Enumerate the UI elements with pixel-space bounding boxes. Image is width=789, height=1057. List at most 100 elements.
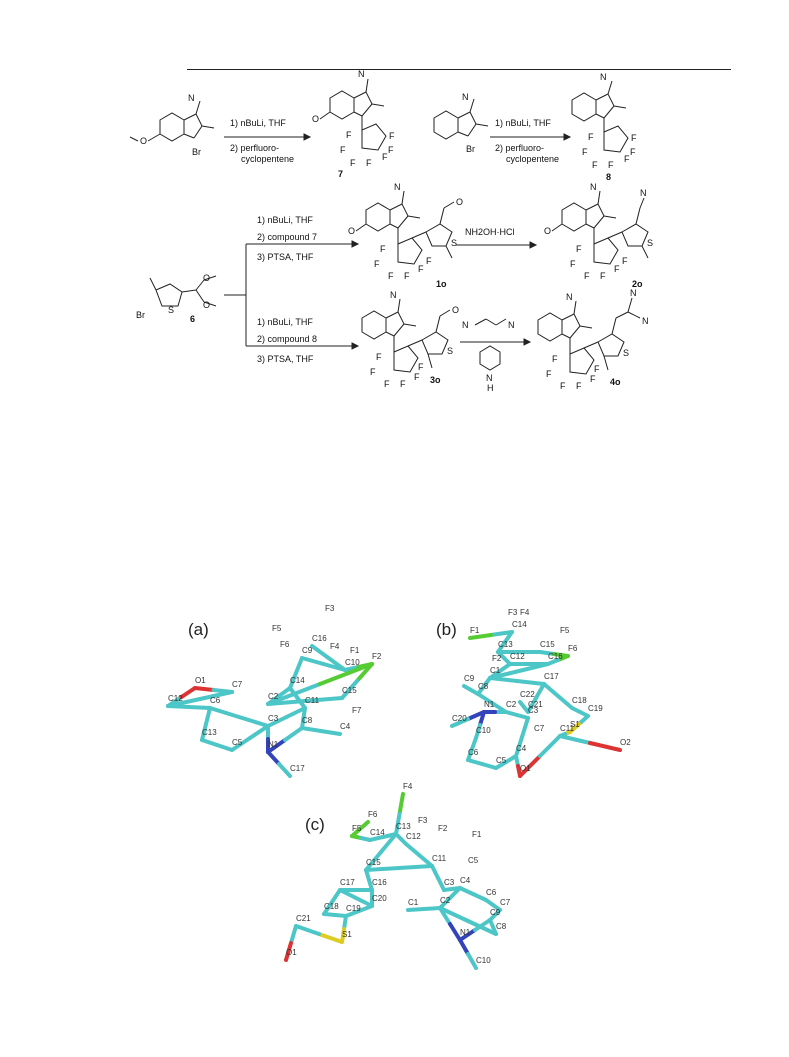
bond-stick xyxy=(319,729,342,736)
atom-label: C11 xyxy=(305,696,320,705)
atom-label: F7 xyxy=(352,706,362,715)
atom-n-label: N xyxy=(188,93,195,103)
bond-stick xyxy=(289,924,298,945)
atom-label: C5 xyxy=(496,756,507,765)
bond-stick xyxy=(438,896,452,910)
bond-stick xyxy=(468,633,493,640)
reagent-3-step-3: 3) PTSA, THF xyxy=(257,252,314,262)
bond-stick xyxy=(300,726,323,733)
bond-stick xyxy=(514,735,524,758)
atom-label: C12 xyxy=(406,832,421,841)
atom-label: C19 xyxy=(346,904,361,913)
svg-text:F: F xyxy=(366,158,372,168)
svg-text:F: F xyxy=(624,154,630,164)
bond-stick xyxy=(474,723,482,740)
atom-label: C8 xyxy=(478,682,489,691)
bond-stick xyxy=(343,665,361,672)
arrow-head-5 xyxy=(529,241,538,249)
atom-label: O1 xyxy=(195,676,206,685)
atom-label: F1 xyxy=(472,830,482,839)
svg-text:S: S xyxy=(623,348,629,358)
bond-stick xyxy=(379,832,398,854)
atom-o-label: O xyxy=(140,136,147,146)
atom-label: F3 xyxy=(325,604,335,613)
atom-label: C5 xyxy=(468,856,479,865)
svg-text:F: F xyxy=(576,244,582,254)
bond-stick xyxy=(355,662,374,683)
svg-text:N: N xyxy=(600,72,607,82)
bond-stick xyxy=(436,876,446,892)
bond-stick xyxy=(187,705,212,710)
bond-stick xyxy=(208,706,241,719)
atom-label: C13 xyxy=(202,728,217,737)
svg-text:F: F xyxy=(370,367,376,377)
bond-stick xyxy=(322,900,334,916)
bond-stick xyxy=(568,722,581,734)
bond-stick xyxy=(368,835,385,842)
svg-text:F: F xyxy=(380,244,386,254)
svg-text:F: F xyxy=(418,264,424,274)
bond-stick xyxy=(318,662,374,686)
svg-text:F: F xyxy=(426,256,432,266)
bond-stick xyxy=(266,738,287,754)
bond-stick xyxy=(340,679,359,700)
bond-stick xyxy=(517,662,550,673)
bond-stick xyxy=(538,650,556,656)
svg-text:F: F xyxy=(582,147,588,157)
bond-stick xyxy=(458,938,470,956)
atom-label: C21 xyxy=(296,914,311,923)
reagent-1-step-3: cyclopentene xyxy=(241,154,294,164)
bond-stick xyxy=(471,892,488,902)
page-header-rule xyxy=(187,69,731,70)
bond-stick xyxy=(300,656,326,666)
svg-text:F: F xyxy=(340,145,346,155)
arrow-head-2 xyxy=(563,133,572,141)
atom-label: C18 xyxy=(572,696,587,705)
svg-text:N: N xyxy=(508,320,515,330)
svg-text:O: O xyxy=(456,197,463,207)
svg-text:F: F xyxy=(374,259,380,269)
bond-stick xyxy=(330,888,342,904)
atom-label: S1 xyxy=(570,720,580,729)
atom-label: O1 xyxy=(286,948,297,957)
bond-stick xyxy=(211,688,234,694)
bond-stick xyxy=(283,726,304,742)
atom-label: F4 xyxy=(403,782,413,791)
bond-stick xyxy=(534,682,546,700)
svg-text:O: O xyxy=(452,305,459,315)
reagent-4-step-3: 3) PTSA, THF xyxy=(257,354,314,364)
reagent-2-step-1: 1) nBuLi, THF xyxy=(495,118,551,128)
bond-stick xyxy=(397,864,434,870)
svg-text:O: O xyxy=(348,226,355,236)
bond-stick xyxy=(294,656,304,675)
bond-stick xyxy=(266,750,281,766)
atom-label: F5 xyxy=(560,626,570,635)
bond-stick xyxy=(354,896,374,908)
arrow-head-6 xyxy=(523,338,532,346)
atom-label: C6 xyxy=(468,748,479,757)
bond-stick xyxy=(515,679,546,686)
bond-stick xyxy=(542,682,560,698)
svg-text:F: F xyxy=(350,158,356,168)
structure-compound-6: S Br O O xyxy=(136,273,217,320)
svg-text:F: F xyxy=(576,381,582,391)
atom-label: C21 xyxy=(528,700,543,709)
svg-text:F: F xyxy=(592,160,598,170)
bond-stick xyxy=(357,904,374,913)
atom-label: S1 xyxy=(342,930,352,939)
structure-compound-1o: N O O S F F F F F F xyxy=(348,182,463,281)
atom-label: C15 xyxy=(342,686,357,695)
bond-stick xyxy=(577,714,590,726)
atom-label: C10 xyxy=(476,726,491,735)
atom-label: C7 xyxy=(232,680,243,689)
bond-stick xyxy=(277,686,292,698)
bond-stick xyxy=(476,692,494,705)
atom-label: C13 xyxy=(498,640,513,649)
bond-stick xyxy=(397,792,405,816)
bond-stick xyxy=(462,684,473,692)
svg-text:F: F xyxy=(631,133,637,143)
atom-label: F3 xyxy=(508,608,518,617)
bond-stick xyxy=(448,922,462,942)
svg-text:F: F xyxy=(546,369,552,379)
